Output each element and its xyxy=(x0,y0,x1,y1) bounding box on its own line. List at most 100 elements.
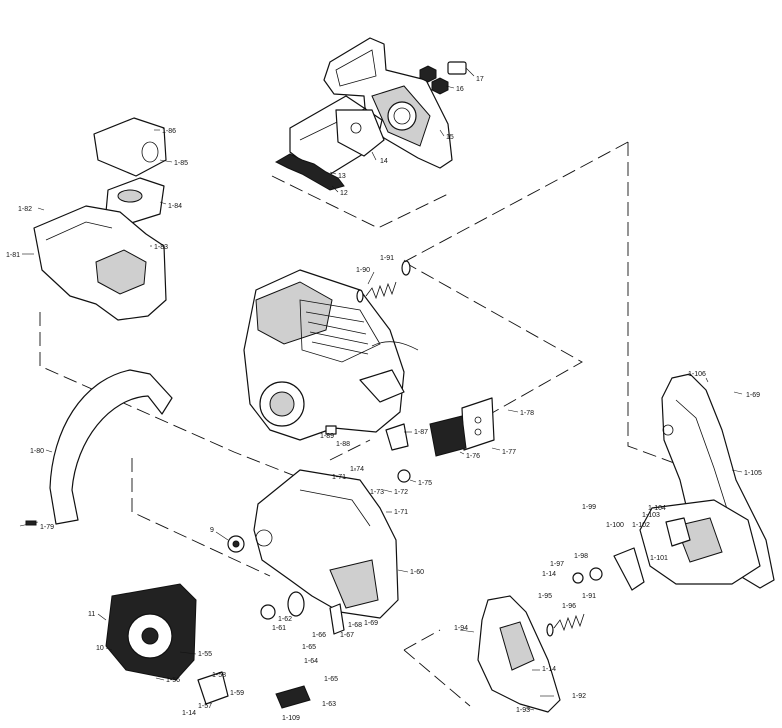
part-1-62-cap xyxy=(260,604,276,620)
label-1-59: 1-59 xyxy=(230,690,244,697)
label-16: 16 xyxy=(456,86,464,93)
part-17-cap xyxy=(447,61,467,75)
part-1-97-washer xyxy=(572,572,584,584)
part-1-109-pad xyxy=(275,685,311,709)
part-1-100-lever xyxy=(613,547,645,591)
label-1-102: 1-102 xyxy=(632,522,650,529)
label-1-106: 1-106 xyxy=(688,371,706,378)
label-12: 12 xyxy=(340,190,348,197)
label-1-84: 1-84 xyxy=(168,203,182,210)
label-1-87: 1-87 xyxy=(414,429,428,436)
label-1-71-bottom: 1-71 xyxy=(394,509,408,516)
label-1-77: 1-77 xyxy=(502,449,516,456)
label-1-14-right: 1-14 xyxy=(542,571,556,578)
label-1-69-lower: 1-69 xyxy=(364,620,378,627)
label-1-105: 1-105 xyxy=(744,470,762,477)
label-1-88: 1-88 xyxy=(336,441,350,448)
assembly-guide-lines xyxy=(39,141,705,707)
part-1-77-plate xyxy=(461,397,495,451)
label-1-109: 1-109 xyxy=(282,715,300,722)
part-1-98-spring xyxy=(589,567,603,581)
label-1-89: 1-89 xyxy=(320,433,334,440)
label-1-83: 1-83 xyxy=(154,244,168,251)
part-9-cap xyxy=(227,535,245,553)
label-1-65-lower: 1-65 xyxy=(324,676,338,683)
leader-lines xyxy=(22,67,743,711)
label-1-60: 1-60 xyxy=(410,569,424,576)
label-1-61: 1-61 xyxy=(272,625,286,632)
label-15: 15 xyxy=(446,134,454,141)
label-1-103: 1-103 xyxy=(642,512,660,519)
label-1-64: 1-64 xyxy=(304,658,318,665)
label-1-69-top: 1-69 xyxy=(746,392,760,399)
part-15-rear-cover xyxy=(323,37,453,169)
part-1-58-tensioner xyxy=(197,671,229,705)
label-1-92: 1-92 xyxy=(572,693,586,700)
label-1-56: 1-56 xyxy=(166,677,180,684)
label-1-80: 1-80 xyxy=(30,448,44,455)
part-12-saw-chain xyxy=(274,153,345,191)
label-1-62: 1-62 xyxy=(278,616,292,623)
label-1-96: 1-96 xyxy=(562,603,576,610)
part-1-60-crankcase xyxy=(253,469,399,619)
part-1-96-spring xyxy=(546,613,585,637)
label-1-76: 1-76 xyxy=(466,453,480,460)
label-1-81: 1-81 xyxy=(6,252,20,259)
label-1-78: 1-78 xyxy=(520,410,534,417)
part-1-79-bolt xyxy=(19,520,39,527)
part-1-75-nut xyxy=(397,469,411,483)
label-1-67: 1-67 xyxy=(340,632,354,639)
label-1-94: 1-94 xyxy=(454,625,468,632)
part-1-91-washer xyxy=(401,260,411,276)
part-1-90-spring xyxy=(356,281,397,303)
part-1-92-clutch-cover xyxy=(477,595,561,713)
label-10: 10 xyxy=(96,645,104,652)
label-1-99: 1-99 xyxy=(582,504,596,511)
part-1-81-top-cover xyxy=(33,205,167,321)
label-1-82: 1-82 xyxy=(18,206,32,213)
label-1-100: 1-100 xyxy=(606,522,624,529)
part-1-80-front-handle xyxy=(49,369,173,525)
label-1-68: 1-68 xyxy=(348,622,362,629)
label-1-95: 1-95 xyxy=(538,593,552,600)
label-1-74: 1-74 xyxy=(350,466,364,473)
label-13: 13 xyxy=(338,173,346,180)
label-1-72: 1-72 xyxy=(394,489,408,496)
part-1-89-key xyxy=(325,425,337,435)
part-1-66-pump xyxy=(287,591,305,617)
label-1-14-lower: 1-14 xyxy=(542,666,556,673)
label-9: 9 xyxy=(210,527,214,534)
engine-assembly xyxy=(243,269,419,441)
label-1-57: 1-57 xyxy=(198,703,212,710)
label-17: 17 xyxy=(476,76,484,83)
label-1-55: 1-55 xyxy=(198,651,212,658)
part-1-76-bracket xyxy=(429,415,467,457)
label-1-85: 1-85 xyxy=(174,160,188,167)
label-1-104: 1-104 xyxy=(648,505,666,512)
part-1-85-air-filter-cover xyxy=(93,117,167,177)
label-1-73: 1-73 xyxy=(370,489,384,496)
part-1-87-clip xyxy=(385,423,409,451)
label-1-86: 1-86 xyxy=(162,128,176,135)
part-labels: 17 16 15 14 13 12 1-86 1-85 1-84 1-82 1-… xyxy=(6,76,762,722)
label-1-97: 1-97 xyxy=(550,561,564,568)
label-1-58: 1-58 xyxy=(212,672,226,679)
part-1-102-trigger xyxy=(665,517,691,547)
label-1-93: 1-93 xyxy=(516,707,530,714)
label-1-79: 1-79 xyxy=(40,524,54,531)
part-1-55-starter-cover xyxy=(105,583,197,681)
part-1-67-hose xyxy=(329,603,345,635)
label-1-63: 1-63 xyxy=(322,701,336,708)
label-1-75: 1-75 xyxy=(418,480,432,487)
label-1-91-lower: 1-91 xyxy=(582,593,596,600)
label-1-14-bottom: 1-14 xyxy=(182,710,196,717)
part-14-side-plate xyxy=(335,109,385,157)
label-1-71-top: 1-71 xyxy=(332,474,346,481)
label-1-66: 1-66 xyxy=(312,632,326,639)
label-1-91: 1-91 xyxy=(380,255,394,262)
label-1-65-upper: 1-65 xyxy=(302,644,316,651)
label-14: 14 xyxy=(380,158,388,165)
part-16-nut xyxy=(419,65,449,95)
label-1-90: 1-90 xyxy=(356,267,370,274)
